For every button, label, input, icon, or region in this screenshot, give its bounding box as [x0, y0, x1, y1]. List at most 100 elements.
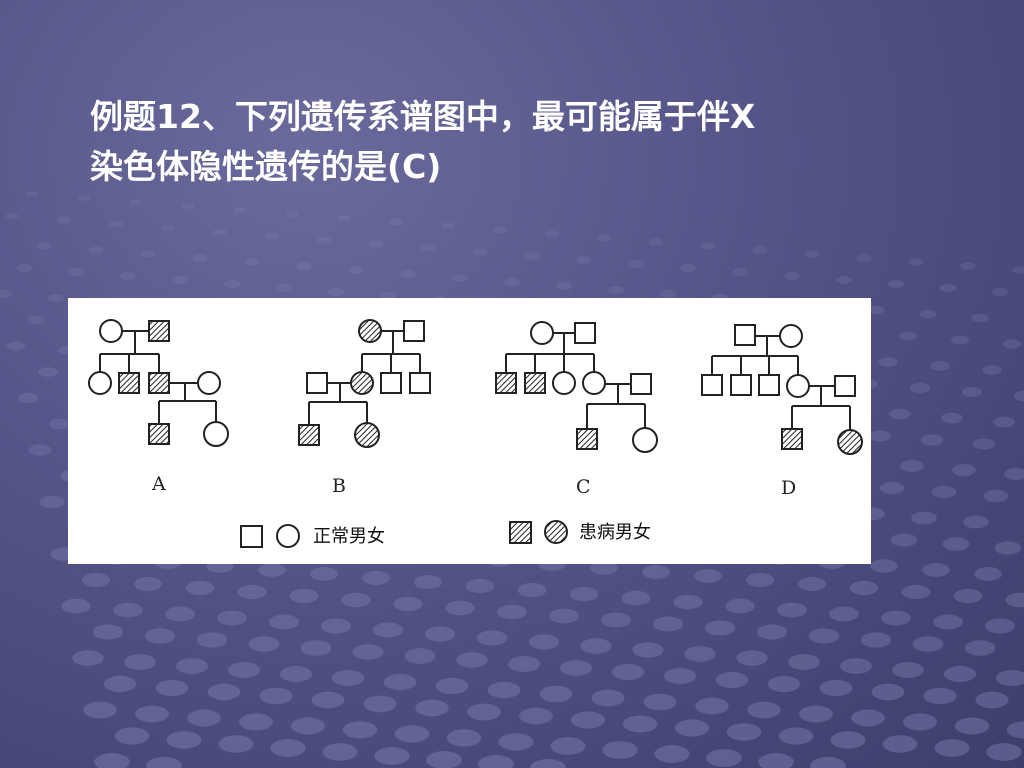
background-dot [580, 638, 612, 654]
pedigree-label-c: C [576, 476, 591, 498]
pedigree-c-gen1-female [530, 321, 554, 345]
background-dot [311, 691, 345, 709]
background-dot [172, 276, 188, 284]
background-dot [725, 598, 755, 614]
background-dot [571, 711, 605, 729]
pedigree-label-b: B [332, 475, 346, 497]
background-dot [991, 287, 1009, 297]
pedigree-a-gen3-affected-male [148, 423, 170, 445]
background-dot [196, 632, 228, 648]
background-dot [799, 705, 833, 723]
background-dot [602, 741, 638, 759]
background-dot [680, 264, 696, 272]
background-dot [931, 485, 957, 499]
background-dot [867, 305, 885, 315]
pedigree-d [701, 324, 863, 455]
background-dot [72, 650, 104, 666]
background-dot [952, 464, 976, 476]
background-dot [135, 705, 169, 723]
background-dot [939, 283, 957, 293]
background-dot [601, 612, 631, 628]
background-dot [919, 309, 937, 319]
background-dot [829, 606, 859, 622]
background-dot [836, 276, 852, 284]
background-dot [778, 727, 814, 745]
background-dot [747, 701, 781, 719]
background-dot [296, 262, 312, 270]
background-dot [983, 489, 1009, 503]
background-dot [560, 660, 592, 676]
pedigree-c-gen3-affected-male [576, 428, 598, 450]
pedigree-a-gen2-affected-male [148, 372, 170, 394]
background-dot [524, 252, 540, 260]
pedigree-a [88, 319, 229, 447]
background-dot [426, 751, 462, 768]
legend-affected-female-symbol [544, 520, 568, 544]
pedigree-d-gen1-male [734, 324, 756, 346]
background-dot [445, 600, 475, 616]
background-dot [860, 632, 892, 648]
background-dot [452, 274, 468, 282]
background-dot [922, 563, 950, 577]
background-dot [120, 272, 136, 280]
background-dot [258, 563, 286, 577]
background-dot [819, 679, 853, 697]
background-dot [265, 232, 279, 240]
pedigree-a-gen2-spouse-female [197, 371, 221, 395]
background-dot [320, 618, 352, 634]
pedigree-d-gen2-spouse-male [834, 375, 856, 397]
background-dot [372, 622, 404, 638]
background-dot [456, 652, 488, 668]
background-dot [700, 242, 716, 250]
background-dot [124, 654, 156, 670]
background-dot [890, 533, 918, 547]
background-dot [986, 743, 1022, 761]
background-dot [88, 246, 104, 254]
background-dot [493, 226, 507, 234]
background-dot [94, 753, 130, 768]
background-dot [213, 228, 227, 236]
background-dot [871, 683, 905, 701]
background-dot [830, 731, 866, 749]
background-dot [628, 260, 644, 268]
background-dot [1002, 339, 1022, 349]
background-dot [942, 537, 970, 551]
background-dot [659, 289, 677, 299]
background-dot [497, 604, 527, 620]
pedigree-b [298, 319, 431, 448]
background-dot [1013, 390, 1024, 402]
background-dot [389, 218, 403, 226]
legend-normal-female-symbol [276, 524, 300, 548]
background-dot [374, 747, 410, 765]
background-dot [0, 289, 13, 299]
background-dot [519, 707, 553, 725]
background-dot [176, 658, 208, 674]
question-title: 例题12、下列遗传系谱图中，最可能属于伴X 染色体隐性遗传的是(C) [90, 92, 950, 192]
background-dot [569, 586, 599, 602]
pedigree-b-gen2-male [380, 372, 402, 394]
pedigree-c-gen3-female [632, 427, 658, 453]
background-dot [881, 610, 911, 626]
background-dot [856, 254, 872, 262]
background-dot [498, 733, 534, 751]
background-dot [923, 687, 957, 705]
background-dot [166, 731, 202, 749]
background-dot [300, 640, 332, 656]
background-dot [953, 588, 983, 604]
background-dot [368, 240, 384, 248]
background-dot [36, 242, 52, 250]
background-dot [348, 266, 364, 274]
background-dot [912, 636, 944, 652]
background-dot [28, 444, 52, 456]
background-dot [17, 392, 39, 404]
background-dot [767, 675, 801, 693]
background-dot [888, 280, 904, 288]
background-dot [732, 268, 748, 276]
background-dot [804, 250, 820, 258]
background-dot [259, 687, 293, 705]
background-dot [400, 270, 416, 278]
background-dot [77, 194, 91, 202]
background-dot [144, 628, 176, 644]
background-dot [545, 230, 559, 238]
pedigree-d-gen3-affected-male [781, 428, 803, 450]
